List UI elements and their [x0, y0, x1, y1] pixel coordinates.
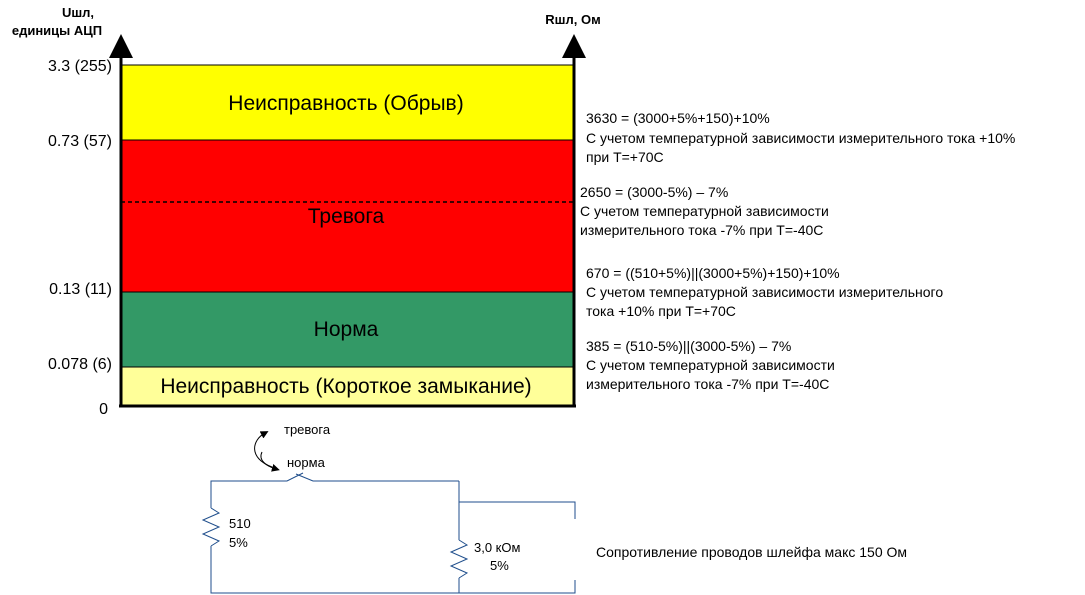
resistor-3k-symbol	[449, 539, 469, 579]
tick-label: 0.13 (11)	[49, 281, 112, 298]
resistor-label: 3,0 кОм	[474, 540, 520, 555]
zone-label: Неисправность (Короткое замыкание)	[160, 375, 531, 398]
switch-label-normal: норма	[287, 455, 326, 470]
loop-circuit	[201, 472, 576, 594]
resistor-tolerance: 5%	[490, 558, 509, 573]
note-text: 385 = (510-5%)||(3000-5%) – 7%	[586, 338, 791, 354]
note-text: измерительного тока -7% при T=-40C	[580, 222, 823, 238]
zone-short-fault	[121, 367, 574, 405]
left-axis-title: Uшл,	[62, 5, 94, 20]
zone-label: Тревога	[308, 205, 385, 228]
note-text: 2650 = (3000-5%) – 7%	[580, 184, 728, 200]
note-text: при T=+70C	[586, 149, 664, 165]
switch-contact	[253, 472, 304, 482]
zone-open-fault	[121, 65, 574, 140]
zone-label: Норма	[314, 318, 379, 341]
note-text: 3630 = (3000+5%+150)+10%	[586, 110, 770, 126]
note-text: измерительного тока -7% при T=-40C	[586, 376, 829, 392]
wire	[459, 501, 576, 519]
resistor-510-symbol	[201, 507, 221, 547]
note-text: С учетом температурной зависимости измер…	[586, 130, 1015, 146]
wire	[210, 480, 253, 508]
switch-contact	[295, 473, 459, 482]
note-text: С учетом температурной зависимости	[586, 357, 835, 373]
zone-normal	[121, 292, 574, 367]
zone-label: Неисправность (Обрыв)	[228, 92, 463, 115]
note-text: С учетом температурной зависимости	[580, 203, 829, 219]
note-text: тока +10% при T=+70C	[586, 303, 736, 319]
resistor-label: 510	[229, 516, 251, 531]
note-text: 670 = ((510+5%)||(3000+5%)+150)+10%	[586, 265, 840, 281]
tick-label: 0	[99, 401, 108, 418]
tick-label: 0.73 (57)	[48, 133, 112, 150]
switch-motion-arrow-icon	[260, 451, 280, 472]
note-text: С учетом температурной зависимости измер…	[586, 284, 943, 300]
switch-label-alarm: тревога	[284, 422, 331, 437]
wire	[210, 546, 459, 594]
wire-resistance-note: Сопротивление проводов шлейфа макс 150 О…	[596, 544, 907, 560]
left-axis-title: единицы АЦП	[12, 23, 102, 38]
tick-label: 3.3 (255)	[48, 58, 112, 75]
wire	[458, 578, 576, 594]
resistor-tolerance: 5%	[229, 535, 248, 550]
zone-alarm	[121, 140, 574, 292]
right-axis-title: Rшл, Ом	[545, 12, 600, 27]
tick-label: 0.078 (6)	[48, 356, 112, 373]
